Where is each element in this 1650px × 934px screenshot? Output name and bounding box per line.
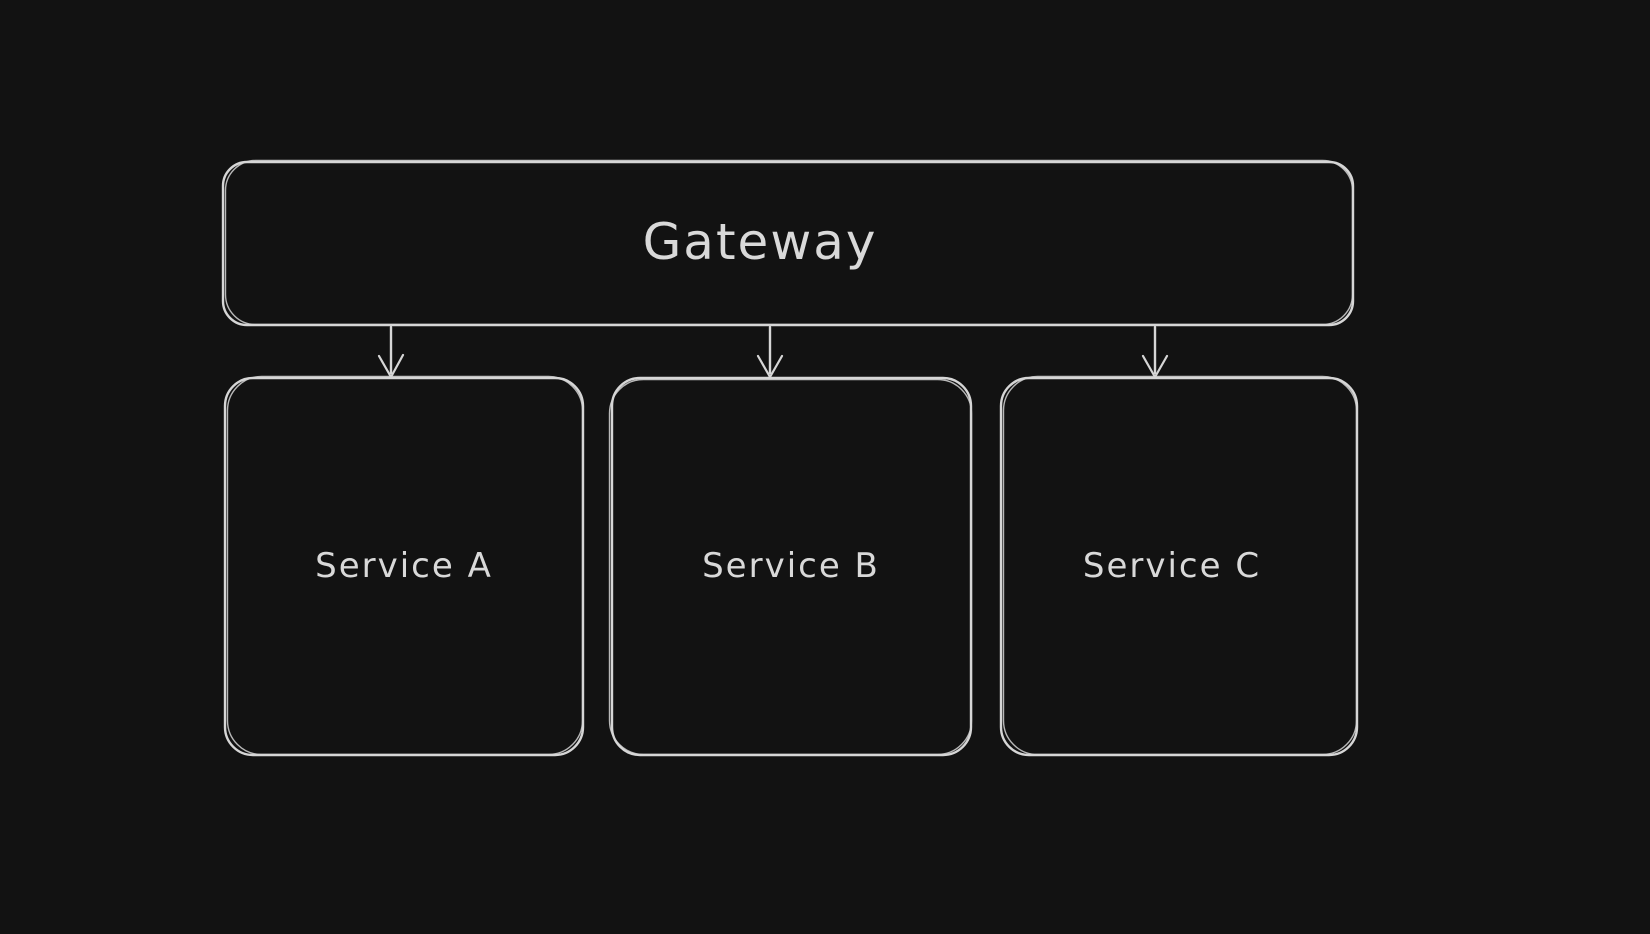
node-service-c[interactable]: Service C	[999, 375, 1359, 757]
gateway-box-overdraw	[224, 159, 1354, 326]
edge-gateway-service-c[interactable]	[1141, 325, 1169, 379]
service-b-label: Service B	[702, 546, 880, 586]
service-c-box-overdraw	[1002, 375, 1358, 756]
service-a-box-overdraw	[226, 375, 584, 756]
edge-gateway-service-b[interactable]	[756, 325, 784, 379]
gateway-label: Gateway	[643, 213, 878, 271]
service-c-label: Service C	[1083, 546, 1261, 586]
node-service-b[interactable]: Service B	[608, 376, 973, 757]
service-b-box-overdraw	[608, 378, 973, 756]
node-service-a[interactable]: Service A	[223, 375, 585, 757]
service-a-label: Service A	[315, 546, 493, 586]
node-gateway[interactable]: Gateway	[221, 159, 1355, 327]
edge-gateway-service-a[interactable]	[377, 325, 405, 379]
